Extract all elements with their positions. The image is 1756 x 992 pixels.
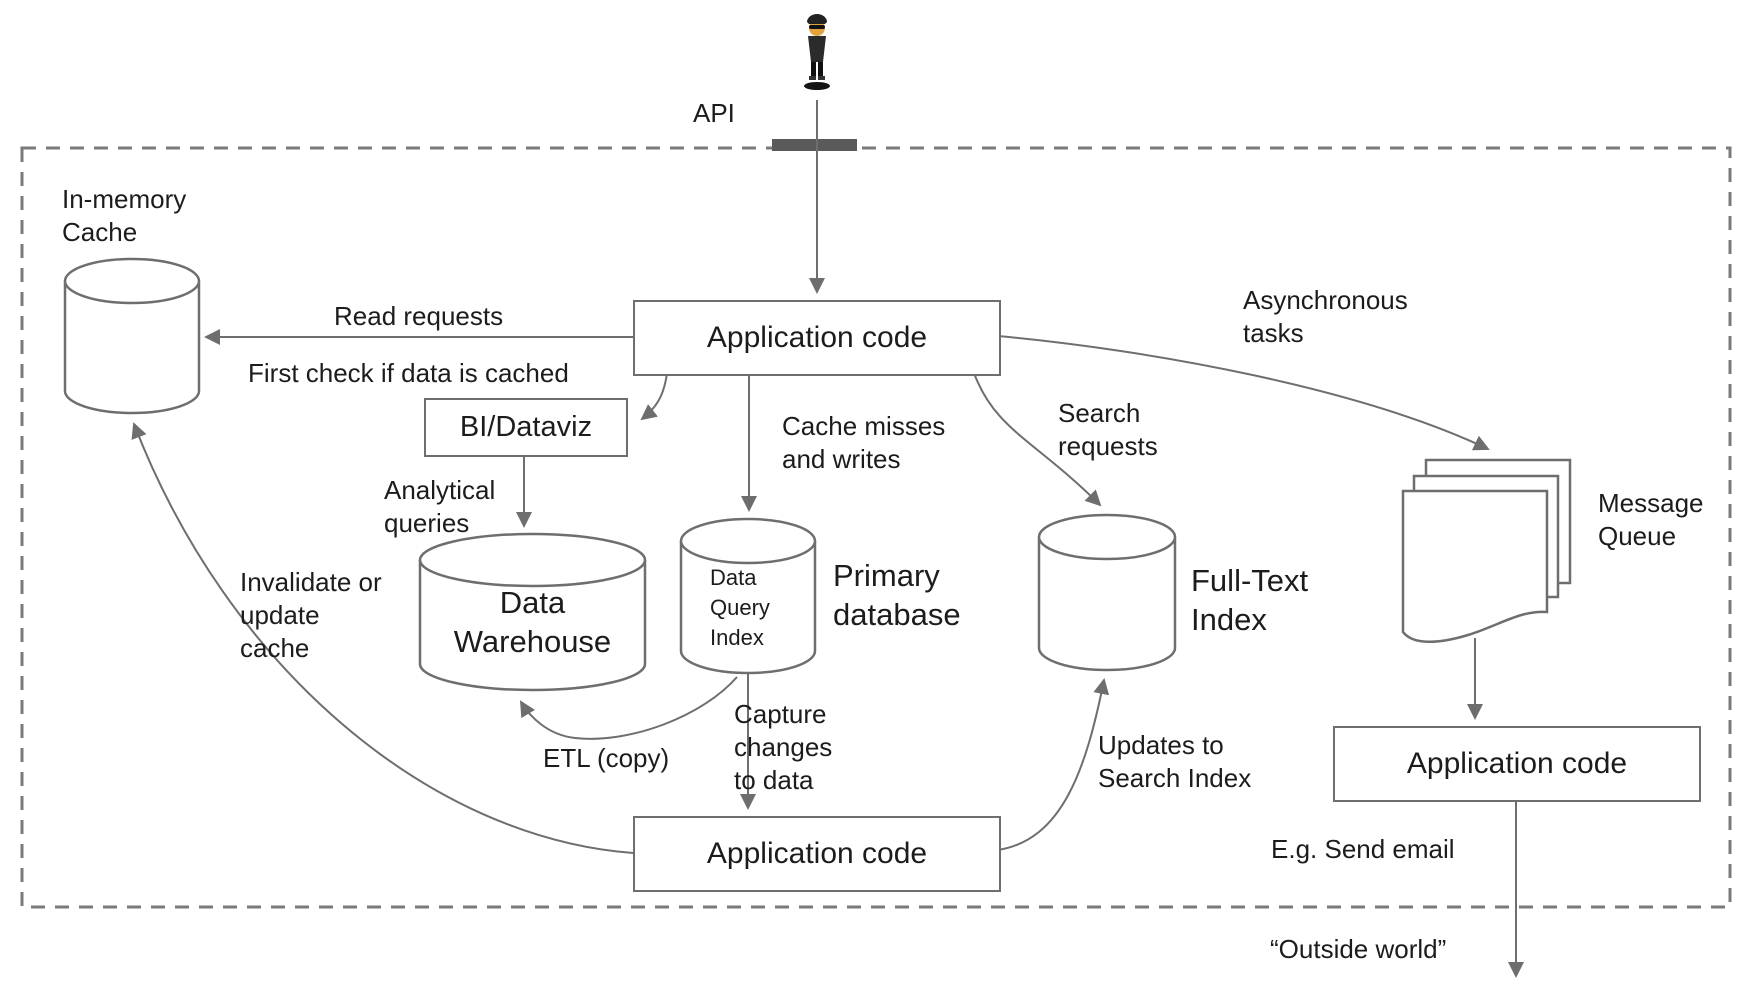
- system-boundary-border: [20, 146, 1732, 909]
- app-code-top-label: Application code: [706, 321, 928, 354]
- read-requests-label: Read requests: [334, 301, 504, 331]
- primary-database-cylinder: [679, 517, 817, 675]
- arrow-updates-search-index: [997, 678, 1110, 851]
- data-query-index-label: Data Query Index: [710, 565, 770, 650]
- arrow-invalidate-cache: [131, 422, 634, 854]
- arrow-app-to-bidataviz: [640, 372, 668, 421]
- app-code-right-label: Application code: [1406, 747, 1628, 780]
- app-code-bottom-box: Application code: [633, 816, 1001, 892]
- analytical-queries-label: Analytical queries: [384, 475, 496, 538]
- primary-database-label: Primary database: [833, 558, 961, 632]
- arrow-search-requests: [973, 372, 1102, 507]
- data-warehouse-cylinder: [418, 532, 647, 692]
- user-icon: [804, 14, 830, 90]
- bi-dataviz-label: BI/Dataviz: [459, 411, 593, 443]
- invalidate-cache-label: Invalidate or update cache: [240, 567, 382, 663]
- full-text-index-label: Full-Text Index: [1191, 563, 1309, 637]
- app-code-right-box: Application code: [1333, 726, 1701, 802]
- data-warehouse-label: Data Warehouse: [453, 585, 612, 659]
- message-queue-label: Message Queue: [1598, 488, 1704, 551]
- app-code-bottom-label: Application code: [706, 837, 928, 870]
- full-text-index-cylinder: [1037, 513, 1177, 672]
- in-memory-cache-cylinder: [63, 257, 201, 415]
- in-memory-cache-label: In-memory Cache: [62, 184, 187, 247]
- etl-copy-label: ETL (copy): [543, 743, 670, 773]
- app-code-top-box: Application code: [633, 300, 1001, 376]
- api-label: API: [693, 98, 735, 128]
- updates-search-index-label: Updates to Search Index: [1098, 730, 1252, 793]
- cache-misses-label: Cache misses and writes: [782, 411, 946, 474]
- message-queue-icon: [1401, 458, 1572, 643]
- outside-world-label: “Outside world”: [1270, 934, 1447, 964]
- first-check-label: First check if data is cached: [248, 358, 569, 388]
- api-boundary-bar: [772, 139, 857, 151]
- bi-dataviz-box: BI/Dataviz: [424, 398, 628, 457]
- example-task-label: E.g. Send email: [1271, 834, 1455, 864]
- search-requests-label: Search requests: [1058, 398, 1158, 461]
- arrow-etl-copy: [519, 676, 738, 740]
- capture-changes-label: Capture changes to data: [734, 699, 833, 795]
- asynchronous-tasks-label: Asynchronous tasks: [1243, 285, 1408, 348]
- arrow-async-tasks: [997, 335, 1490, 451]
